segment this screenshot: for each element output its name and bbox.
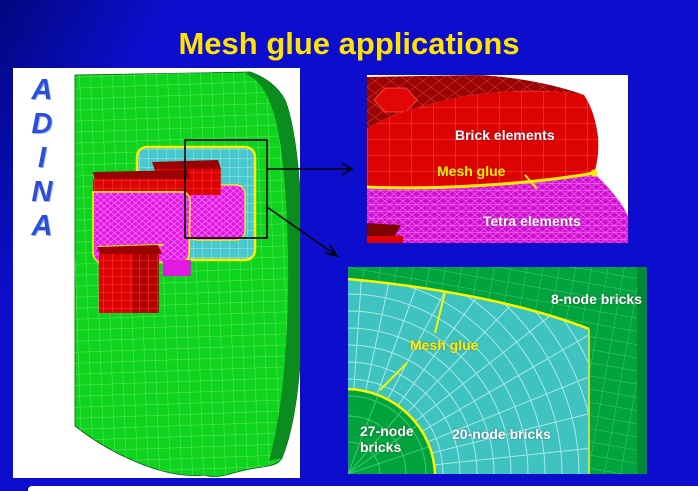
page-title: Mesh glue applications [178, 26, 520, 61]
mesh-glue-label-top: Mesh glue [437, 163, 506, 179]
logo-letter: A [31, 74, 53, 106]
brick-elements-label: Brick elements [455, 127, 555, 143]
cyan-polar-grid [348, 267, 647, 474]
brick-tetra-mesh-figure [367, 75, 628, 243]
overview-mesh-figure [74, 71, 300, 477]
lower-red-brick [96, 244, 164, 313]
tetra-mesh-region [367, 173, 628, 243]
detail-panel-brick-tetra: Brick elements Mesh glue Tetra elements [367, 75, 628, 243]
brick-top-face [367, 75, 584, 129]
overview-panel: A D I N A [13, 68, 300, 478]
twenty-seven-node-bricks-label: 27-node bricks [360, 423, 414, 455]
zoom-region-outline [184, 139, 268, 239]
adina-logo: A D I N A [22, 73, 62, 243]
zoom-annotations [184, 139, 354, 258]
logo-letter: A [31, 210, 53, 242]
twenty-node-bricks-label: 20-node bricks [452, 426, 551, 442]
logo-letter: D [31, 108, 53, 140]
footer-divider [28, 486, 698, 491]
eight-node-green-region [348, 267, 647, 474]
node-bricks-mesh-figure [348, 267, 647, 474]
mesh-glue-lines [348, 277, 590, 474]
eight-node-bricks-label: 8-node bricks [550, 291, 642, 307]
detail-panel-node-bricks: 8-node bricks Mesh glue 27-node bricks 2… [348, 267, 647, 474]
logo-letter: N [31, 176, 53, 208]
tetra-elements-label: Tetra elements [483, 213, 581, 229]
connector-arrow-top [267, 162, 354, 176]
twenty-seven-node-green-region [348, 389, 435, 474]
logo-letter: I [37, 142, 47, 174]
connector-arrow-bottom [266, 206, 339, 258]
mesh-glue-line [367, 169, 598, 190]
brick-front-face [367, 90, 599, 188]
mesh-glue-label-bottom: Mesh glue [410, 337, 479, 353]
magenta-part-right [187, 184, 246, 241]
